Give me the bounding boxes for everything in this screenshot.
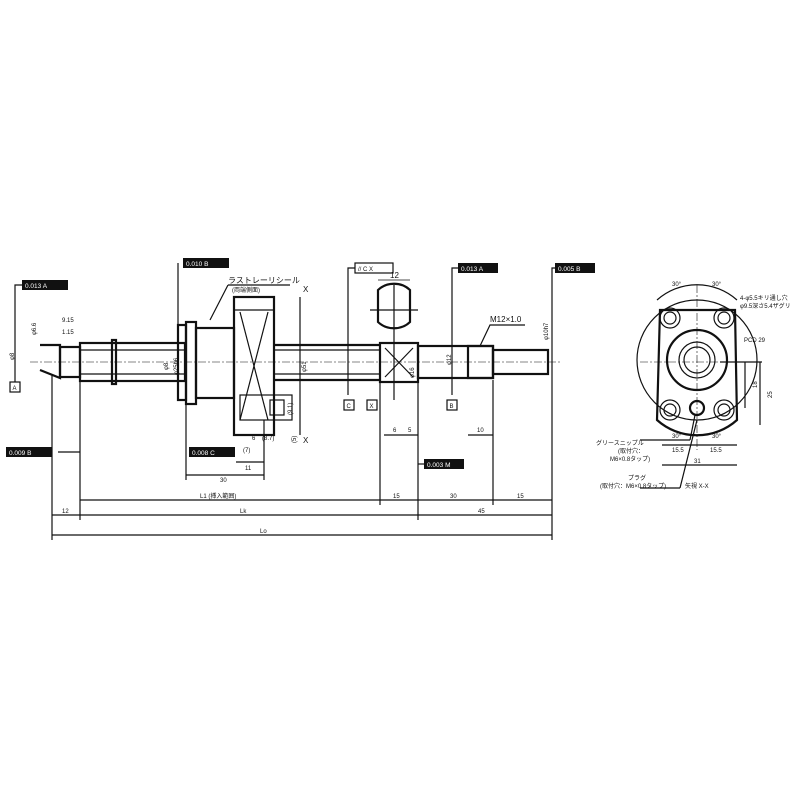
- svg-text:// C X: // C X: [358, 267, 373, 273]
- plug-note: (取付穴：M6×0.8タップ): [600, 482, 666, 490]
- key-width-dim: 12: [390, 271, 399, 280]
- side-15-5b: 15.5: [710, 448, 722, 454]
- tolerance-frame-nut-top: 0.010 B: [183, 258, 229, 268]
- datum-b: B: [446, 399, 458, 411]
- dim-left-end: φ8: [10, 352, 16, 360]
- dim-5b: 5: [408, 428, 412, 434]
- leader-lines: [14, 263, 560, 540]
- ball-nut: [176, 295, 293, 437]
- seal-note: (両端側面): [232, 286, 260, 294]
- dim-9-1: (9.1): [288, 403, 294, 415]
- dim-5: (5): [292, 436, 298, 443]
- tolerance-frame-left-top: 0.013 A: [22, 280, 68, 290]
- dim-lk: Lk: [240, 509, 247, 515]
- svg-text:0.010 B: 0.010 B: [186, 261, 208, 268]
- plug-label: プラグ: [628, 474, 646, 482]
- dim-9-15: 9.15: [62, 318, 74, 324]
- dim-10: 10: [477, 428, 484, 434]
- dim-11: 11: [245, 466, 252, 472]
- svg-text:B: B: [450, 404, 454, 410]
- dim-12: 12: [62, 509, 69, 515]
- thread-label: M12×1.0: [490, 315, 522, 324]
- side-31: 31: [694, 459, 701, 465]
- dim-1-15: 1.15: [62, 330, 74, 336]
- svg-text:0.009 B: 0.009 B: [9, 450, 31, 457]
- svg-text:0.005 B: 0.005 B: [558, 266, 580, 273]
- tolerance-frame-mid: // C X: [354, 262, 394, 274]
- svg-text:X: X: [370, 404, 374, 410]
- tolerance-frame-bearing: 0.003 M: [424, 459, 464, 469]
- dim-15a: 15: [393, 494, 400, 500]
- datum-c: C: [343, 399, 355, 411]
- svg-text:C: C: [347, 404, 352, 410]
- angle-top-left: 30°: [672, 282, 682, 288]
- tolerance-frame-nut-bottom: 0.008 C: [189, 447, 235, 457]
- side-18: 18: [753, 381, 759, 388]
- section-mark-top: X: [303, 285, 309, 294]
- key-detail: [370, 279, 418, 400]
- dim-8-7: (8.7): [262, 436, 274, 442]
- pcd-label: PCD 29: [744, 338, 766, 344]
- dim-45: 45: [478, 509, 485, 515]
- dim-15b: 15: [517, 494, 524, 500]
- dim-bearing: φ25h6: [174, 357, 180, 375]
- tolerance-frame-left-bottom: 0.009 B: [6, 447, 52, 457]
- svg-text:0.008 C: 0.008 C: [192, 450, 215, 457]
- datum-a: A: [9, 381, 21, 393]
- dim-30: 30: [220, 478, 227, 484]
- section-mark-bottom: X: [303, 436, 309, 445]
- holes-label: 4-φ5.5キリ通し穴: [740, 294, 788, 302]
- grease-note-2: M6×0.8タップ): [610, 455, 650, 463]
- section-view: [636, 284, 762, 489]
- side-25: 25: [768, 391, 774, 398]
- tolerance-frame-right: 0.005 B: [555, 263, 595, 273]
- svg-text:0.003 M: 0.003 M: [427, 462, 451, 469]
- dim-left-small: φ6.6: [32, 322, 38, 335]
- dim-right-end: φ12: [447, 354, 453, 365]
- dim-30b: 30: [450, 494, 457, 500]
- svg-text:0.013 A: 0.013 A: [461, 266, 484, 273]
- holes-label-2: φ9.5深さ5.4ザグリ: [740, 302, 791, 310]
- angle-bottom-right: 30°: [712, 434, 722, 440]
- dim-shaft-8: φ8: [164, 362, 170, 370]
- dim-right-shaft: φ10h7: [544, 322, 550, 340]
- dim-6: 6: [393, 428, 397, 434]
- dim-lo: Lo: [260, 529, 267, 535]
- dim-key: φ16: [410, 367, 416, 378]
- grease-label: グリースニップル: [596, 439, 644, 447]
- tolerance-frame-mid-right: 0.013 A: [458, 263, 498, 273]
- section-title: 矢視 X-X: [685, 482, 709, 490]
- dim-l1: L1 (挿入範囲): [200, 492, 236, 500]
- dim-7: (7): [243, 448, 250, 454]
- angle-top-right: 30°: [712, 282, 722, 288]
- seal-label: ラストレーリシール: [228, 276, 300, 285]
- dimension-lines: [52, 434, 552, 536]
- datum-x: X: [366, 399, 378, 411]
- svg-text:A: A: [13, 386, 17, 392]
- dim-6b: 6: [252, 436, 256, 442]
- svg-text:0.013 A: 0.013 A: [25, 283, 48, 290]
- grease-note-1: (取付穴：: [618, 447, 644, 455]
- side-15-5a: 15.5: [672, 448, 684, 454]
- screw-shaft: [39, 338, 550, 386]
- angle-bottom-left: 30°: [672, 434, 682, 440]
- dim-flange: φ51: [302, 361, 308, 372]
